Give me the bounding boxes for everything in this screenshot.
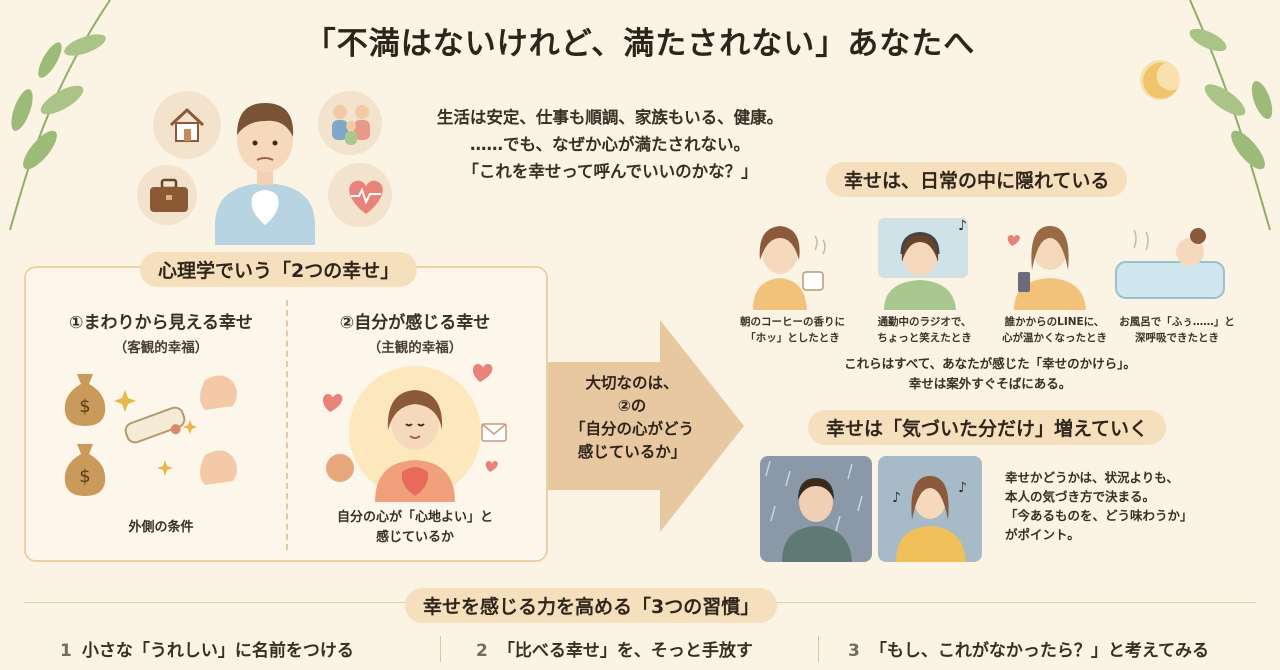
scene-caption-line: ちょっと笑えたとき — [877, 332, 972, 344]
habit-number: 2 — [476, 641, 488, 661]
objective-happiness-title: ①まわりから見える幸せ — [69, 313, 253, 333]
noticing-line: 本人の気づき方で決まる。 — [1005, 489, 1156, 504]
noticing-text: 幸せかどうかは、状況よりも、 本人の気づき方で決まる。 「今あるものを、どう味わ… — [1005, 468, 1225, 544]
scene-caption-bath: お風呂で「ふぅ……」と 深呼吸できたとき — [1112, 314, 1242, 346]
habit-item-2: 2 「比べる幸せ」を、そっと手放す — [476, 636, 753, 661]
scene-caption-radio: 通勤中のラジオで、 ちょっと笑えたとき — [862, 314, 987, 346]
scene-caption-line: お風呂で「ふぅ……」と — [1119, 316, 1235, 328]
habit-separator — [440, 636, 441, 662]
column-divider — [286, 300, 288, 550]
heart-pulse-icon — [349, 180, 383, 214]
sparkle-icon — [114, 390, 197, 476]
muscle-icon — [200, 375, 237, 410]
subjective-caption: 自分の心が「心地よい」と 感じているか — [290, 508, 540, 548]
arrow-message-line: 感じているか」 — [577, 443, 687, 461]
house-icon — [169, 107, 205, 142]
arrow-message: 大切なのは、 ②の 「自分の心がどう 感じているか」 — [552, 372, 712, 464]
intro-text: 生活は安定、仕事も順調、家族もいる、健康。 ……でも、なぜか心が満たされない。 … — [410, 104, 810, 185]
daily-summary-line: これらはすべて、あなたが感じた「幸せのかけら」。 — [844, 356, 1136, 371]
diploma-icon — [124, 406, 186, 444]
habit-separator — [818, 636, 819, 662]
music-note-icon: ♪ — [892, 490, 901, 506]
line-message-scene-illustration — [1007, 226, 1086, 310]
money-bag-icon: $ — [64, 444, 106, 496]
habits-heading: 幸せを感じる力を高める「3つの習慣」 — [405, 588, 778, 623]
subjective-caption-line: 自分の心が「心地よい」と — [336, 510, 493, 525]
intro-line: ……でも、なぜか心が満たされない。 — [469, 135, 750, 154]
coffee-scene-illustration — [753, 226, 826, 310]
habit-label: 小さな「うれしい」に名前をつける — [81, 641, 354, 661]
scene-caption-line-message: 誰かからのLINEに、 心が温かくなったとき — [992, 314, 1117, 346]
noticing-line: がポイント。 — [1005, 527, 1080, 542]
music-note-icon: ♪ — [958, 218, 967, 234]
habit-number: 3 — [848, 641, 860, 661]
svg-text:$: $ — [79, 396, 90, 417]
heart-icon — [323, 364, 498, 472]
scene-caption-line: 深呼吸できたとき — [1135, 332, 1219, 344]
music-note-icon: ♪ — [958, 480, 967, 496]
arrow-message-line: 大切なのは、 — [585, 374, 679, 392]
daily-summary: これらはすべて、あなたが感じた「幸せのかけら」。 幸せは案外すぐそばにある。 — [790, 354, 1190, 394]
noticing-line: 「今あるものを、どう味わうか」 — [1005, 508, 1193, 523]
radio-scene-illustration: ♪ — [878, 218, 968, 310]
scene-caption-line: 「ホッ」としたとき — [745, 332, 840, 344]
noticing-line: 幸せかどうかは、状況よりも、 — [1005, 470, 1179, 485]
scene-caption-coffee: 朝のコーヒーの香りに 「ホッ」としたとき — [730, 314, 855, 346]
scene-caption-line: 通勤中のラジオで、 — [877, 316, 972, 328]
scene-caption-line: 心が温かくなったとき — [1002, 332, 1107, 344]
moon-icon — [1140, 60, 1180, 100]
letter-icon — [481, 423, 507, 442]
habit-number: 1 — [60, 641, 72, 661]
habit-label: 「もし、これがなかったら？」と考えてみる — [869, 641, 1209, 661]
smiling-woman-illustration: ♪ ♪ — [878, 456, 982, 562]
habit-item-1: 1 小さな「うれしい」に名前をつける — [60, 636, 354, 661]
svg-text:$: $ — [79, 466, 90, 487]
objective-happiness-sub: （客観的幸福） — [113, 340, 209, 356]
objective-caption: 外側の条件 — [128, 520, 194, 535]
intro-line: 生活は安定、仕事も順調、家族もいる、健康。 — [436, 108, 784, 127]
money-bag-icon: $ — [64, 374, 106, 426]
external-conditions-illustration: $ $ — [64, 374, 237, 496]
subjective-happiness-sub: （主観的幸福） — [367, 340, 463, 356]
arrow-shape — [548, 320, 744, 532]
bath-scene-illustration — [1115, 228, 1225, 299]
habit-label: 「比べる幸せ」を、そっと手放す — [497, 641, 753, 661]
habit-item-3: 3 「もし、これがなかったら？」と考えてみる — [848, 636, 1209, 661]
rainy-man-illustration — [760, 456, 872, 562]
arrow-message-line: ②の — [617, 397, 647, 415]
subjective-happiness-title: ②自分が感じる幸せ — [339, 313, 491, 333]
leaf-icon — [1189, 0, 1273, 230]
daily-happiness-heading: 幸せは、日常の中に隠れている — [826, 162, 1128, 197]
scene-caption-line: 誰かからのLINEに、 — [1004, 316, 1105, 328]
intro-line: 「これを幸せって呼んでいいのかな？」 — [462, 162, 758, 181]
page-title: 「不満はないけれど、満たされない」あなたへ — [304, 26, 976, 62]
rain-icon — [765, 460, 863, 532]
briefcase-icon — [150, 178, 188, 212]
noticing-heading: 幸せは「気づいた分だけ」増えていく — [808, 410, 1167, 445]
muscle-icon — [200, 450, 237, 485]
two-happiness-heading: 心理学でいう「2つの幸せ」 — [140, 252, 418, 287]
daily-summary-line: 幸せは案外すぐそばにある。 — [908, 376, 1072, 391]
leaf-icon — [9, 0, 111, 230]
family-icon — [332, 105, 370, 145]
scene-caption-line: 朝のコーヒーの香りに — [740, 316, 845, 328]
arrow-message-line: 「自分の心がどう — [569, 420, 694, 438]
content-woman-illustration — [323, 364, 507, 502]
subjective-caption-line: 感じているか — [375, 530, 454, 545]
